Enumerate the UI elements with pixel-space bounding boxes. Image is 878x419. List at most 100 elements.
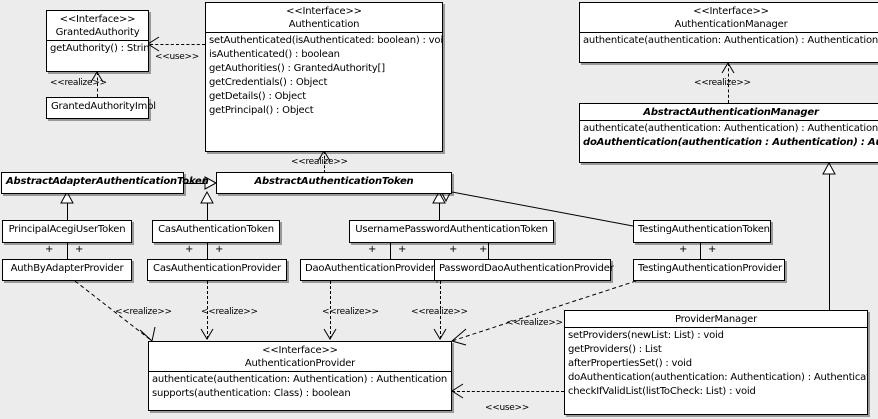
realize-line-abstract-authentication-token — [324, 151, 325, 173]
class-name: AuthenticationProvider — [244, 358, 356, 369]
association-marker-upat-pwdao-left: + — [449, 244, 458, 255]
class-box-password-dao-authentication-provider[interactable]: PasswordDaoAuthenticationProvider — [434, 259, 614, 281]
class-box-dao-authentication-provider[interactable]: DaoAuthenticationProvider — [300, 259, 436, 281]
class-member: authenticate(authentication: Authenticat… — [152, 374, 448, 385]
class-name: TestingAuthenticationToken — [638, 224, 770, 235]
class-name: CasAuthenticationProvider — [153, 263, 281, 274]
class-members-authentication-provider: authenticate(authentication: Authenticat… — [149, 372, 451, 402]
class-stereotype: <<Interface>> — [59, 14, 136, 25]
class-header-abstract-authentication-token: AbstractAuthenticationToken — [217, 173, 451, 190]
class-box-granted-authority-impl[interactable]: GrantedAuthorityImpl — [46, 97, 156, 119]
class-header-cas-authentication-token: CasAuthenticationToken — [153, 221, 279, 238]
class-member: getPrincipal() : Object — [209, 105, 314, 116]
class-separator — [47, 40, 148, 41]
class-box-abstract-authentication-token[interactable]: AbstractAuthenticationToken — [216, 172, 452, 194]
class-box-cas-authentication-token[interactable]: CasAuthenticationToken — [152, 220, 280, 243]
generalization-line-username-password-token — [439, 193, 440, 220]
relationship-label-realize-cas-provider: <<realize>> — [201, 307, 258, 317]
class-member: authenticate(authentication: Authenticat… — [583, 123, 878, 134]
generalization-line-cas-authentication-token — [207, 193, 208, 220]
association-marker-testing-left: + — [679, 244, 688, 255]
class-member: getCredentials() : Object — [209, 77, 328, 88]
realize-arrowhead-auth-by-adapter-provider — [139, 326, 156, 342]
class-header-abstract-adapter-authentication-token: AbstractAdapterAuthenticationToken — [2, 173, 209, 190]
relationship-label-realize-authentication-manager: <<realize>> — [694, 78, 751, 88]
class-name: AuthenticationManager — [674, 19, 788, 30]
association-line-upat-dao-provider — [390, 243, 391, 259]
association-marker-principal-token-right: + — [75, 244, 84, 255]
class-header-authentication-provider: <<Interface>> AuthenticationProvider — [149, 342, 451, 371]
class-header-testing-authentication-token: TestingAuthenticationToken — [634, 221, 770, 238]
class-member: checkIfValidList(listToCheck: List) : vo… — [568, 386, 756, 397]
generalization-line-principal-acegi-user-token — [67, 193, 68, 220]
class-member: isAuthenticated() : boolean — [209, 49, 340, 60]
class-members-abstract-authentication-manager: authenticate(authentication: Authenticat… — [580, 121, 878, 151]
class-member: getDetails() : Object — [209, 91, 306, 102]
class-header-authentication-manager: <<Interface>> AuthenticationManager — [580, 3, 878, 32]
class-header-principal-acegi-user-token: PrincipalAcegiUserToken — [3, 221, 131, 238]
class-header-password-dao-authentication-provider: PasswordDaoAuthenticationProvider — [435, 260, 614, 277]
class-box-provider-manager[interactable]: ProviderManager setProviders(newList: Li… — [564, 310, 868, 415]
class-member: getAuthorities() : GrantedAuthority[] — [209, 63, 385, 74]
relationship-label-realize-auth-by-adapter: <<realize>> — [115, 307, 172, 317]
class-box-testing-authentication-provider[interactable]: TestingAuthenticationProvider — [633, 259, 785, 281]
class-stereotype: <<Interface>> — [262, 345, 338, 356]
class-name: PrincipalAcegiUserToken — [8, 224, 126, 235]
association-marker-cas-token-right: + — [215, 244, 224, 255]
class-box-principal-acegi-user-token[interactable]: PrincipalAcegiUserToken — [2, 220, 132, 243]
class-members-authentication: setAuthenticated(isAuthenticated: boolea… — [206, 33, 442, 119]
class-member: setProviders(newList: List) : void — [568, 330, 724, 341]
class-name: AbstractAuthenticationToken — [254, 176, 414, 187]
class-box-auth-by-adapter-provider[interactable]: AuthByAdapterProvider — [2, 259, 132, 281]
class-member: doAuthentication(authentication : Authen… — [583, 137, 878, 148]
class-box-granted-authority[interactable]: <<Interface>> GrantedAuthority getAuthor… — [46, 10, 149, 72]
association-line-testing-token-testing-provider — [700, 243, 701, 259]
class-members-granted-authority: getAuthority() : String — [47, 41, 148, 57]
class-header-auth-by-adapter-provider: AuthByAdapterProvider — [3, 260, 131, 277]
class-members-provider-manager: setProviders(newList: List) : void getPr… — [565, 328, 867, 400]
class-header-testing-authentication-provider: TestingAuthenticationProvider — [634, 260, 784, 277]
use-line-provider-manager — [452, 391, 564, 392]
association-marker-upat-dao-right: + — [398, 244, 407, 255]
generalization-line-provider-manager — [829, 163, 830, 310]
realize-line-granted-authority-impl — [97, 72, 98, 97]
class-separator — [565, 327, 867, 328]
realize-line-abstract-authentication-manager — [728, 63, 729, 103]
use-line-authentication-granted-authority — [150, 44, 205, 45]
class-box-authentication-provider[interactable]: <<Interface>> AuthenticationProvider aut… — [148, 341, 452, 411]
realize-arrowhead-testing-provider — [450, 328, 467, 346]
class-box-authentication-manager[interactable]: <<Interface>> AuthenticationManager auth… — [579, 2, 878, 63]
class-stereotype: <<Interface>> — [286, 6, 362, 17]
realize-line-cas-provider — [207, 281, 208, 339]
relationship-label-realize-granted-authority: <<realize>> — [50, 78, 107, 88]
class-box-username-password-authentication-token[interactable]: UsernamePasswordAuthenticationToken — [349, 220, 554, 243]
relationship-label-realize-dao-provider: <<realize>> — [322, 307, 379, 317]
class-box-authentication[interactable]: <<Interface>> Authentication setAuthenti… — [205, 2, 443, 152]
class-name: PasswordDaoAuthenticationProvider — [439, 263, 614, 274]
association-marker-upat-pwdao-right: + — [479, 244, 488, 255]
class-name: AbstractAuthenticationManager — [643, 107, 819, 118]
class-box-testing-authentication-token[interactable]: TestingAuthenticationToken — [633, 220, 771, 243]
class-header-username-password-authentication-token: UsernamePasswordAuthenticationToken — [350, 221, 553, 238]
class-member: getAuthority() : String — [50, 43, 148, 54]
class-member: getProviders() : List — [568, 344, 662, 355]
relationship-label-realize-authentication-token: <<realize>> — [291, 157, 348, 167]
class-header-cas-authentication-provider: CasAuthenticationProvider — [148, 260, 286, 277]
relationship-label-use-provider-manager: <<use>> — [485, 403, 529, 413]
class-box-cas-authentication-provider[interactable]: CasAuthenticationProvider — [147, 259, 287, 281]
association-line-cas-token-cas-provider — [207, 243, 208, 259]
class-name: GrantedAuthorityImpl — [51, 101, 156, 112]
relationship-label-realize-password-dao-provider: <<realize>> — [411, 307, 468, 317]
class-header-granted-authority: <<Interface>> GrantedAuthority — [47, 11, 148, 40]
class-header-abstract-authentication-manager: AbstractAuthenticationManager — [580, 104, 878, 120]
association-line-principal-acegi-auth-by-adapter — [67, 243, 68, 259]
class-box-abstract-authentication-manager[interactable]: AbstractAuthenticationManager authentica… — [579, 103, 878, 163]
class-name: GrantedAuthority — [55, 27, 140, 38]
class-name: AbstractAdapterAuthenticationToken — [6, 176, 209, 187]
class-name: ProviderManager — [674, 314, 757, 325]
association-marker-cas-token-left: + — [185, 244, 194, 255]
class-name: DaoAuthenticationProvider — [305, 263, 435, 274]
class-box-abstract-adapter-authentication-token[interactable]: AbstractAdapterAuthenticationToken — [1, 172, 209, 194]
class-member: doAuthentication(authentication: Authent… — [568, 372, 867, 383]
